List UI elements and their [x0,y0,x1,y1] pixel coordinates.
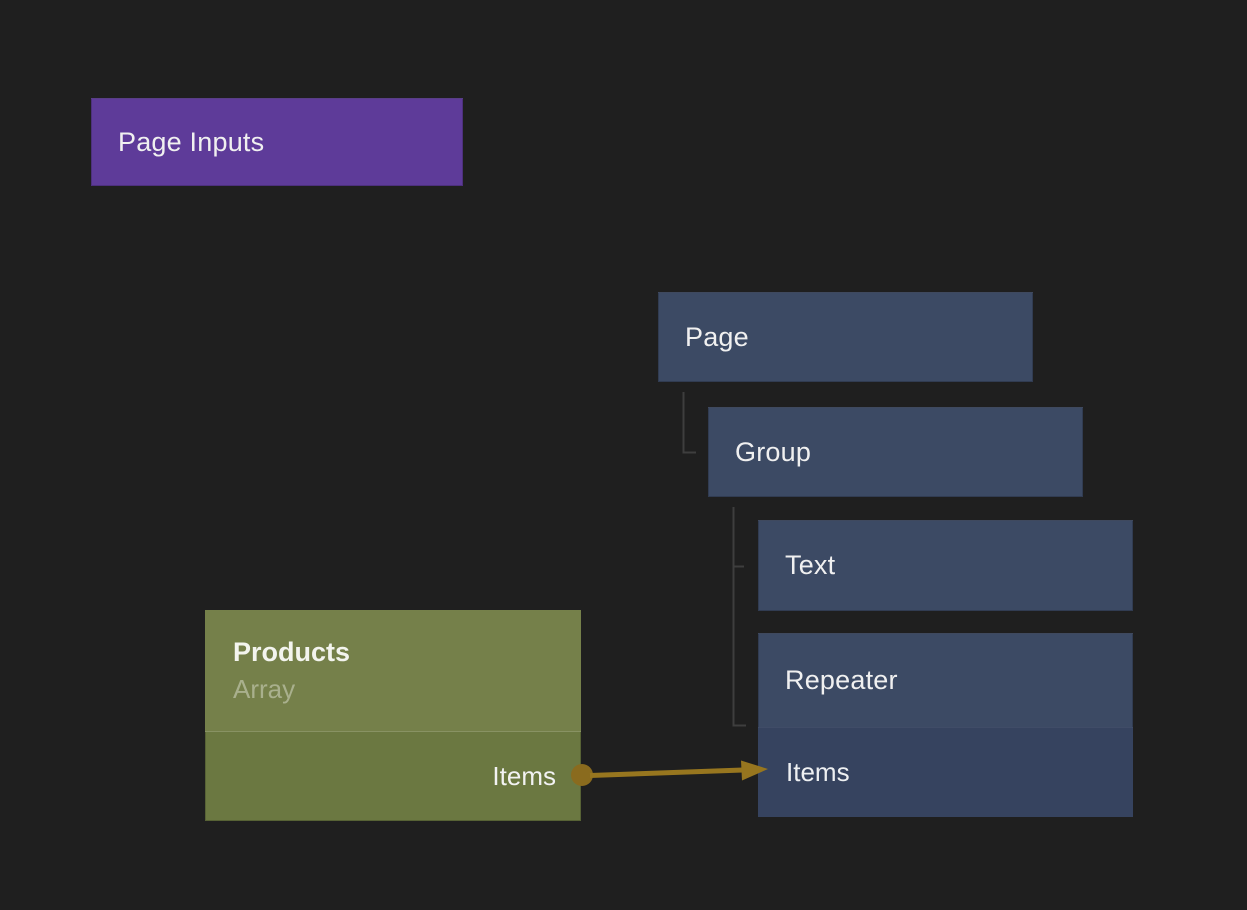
node-products-subtitle: Array [233,673,296,704]
node-repeater[interactable]: Repeater Items [758,633,1133,817]
node-group[interactable]: Group [708,407,1083,497]
node-text-title: Text [785,550,836,580]
products-items-output-port[interactable]: Items [205,732,581,821]
node-repeater-title: Repeater [785,664,898,695]
tree-connector-page-to-group [682,392,696,454]
wire-line [589,767,744,778]
node-page[interactable]: Page [658,292,1033,382]
products-items-port-label: Items [492,761,556,791]
node-repeater-header[interactable]: Repeater [758,633,1133,727]
node-products-header[interactable]: Products Array [205,610,581,732]
repeater-items-port-label: Items [786,756,850,787]
node-group-title: Group [735,436,812,467]
node-page-title: Page [685,321,749,352]
connection-wire-products-items-to-repeater-items[interactable] [571,760,768,787]
node-products[interactable]: Products Array Items [205,610,581,821]
node-text[interactable]: Text [758,520,1133,611]
node-page-inputs[interactable]: Page Inputs [91,98,463,186]
tree-connector-group-to-children [732,507,746,727]
node-page-inputs-title: Page Inputs [118,126,265,157]
node-products-title: Products [233,636,351,667]
repeater-items-input-port[interactable]: Items [758,727,1133,817]
